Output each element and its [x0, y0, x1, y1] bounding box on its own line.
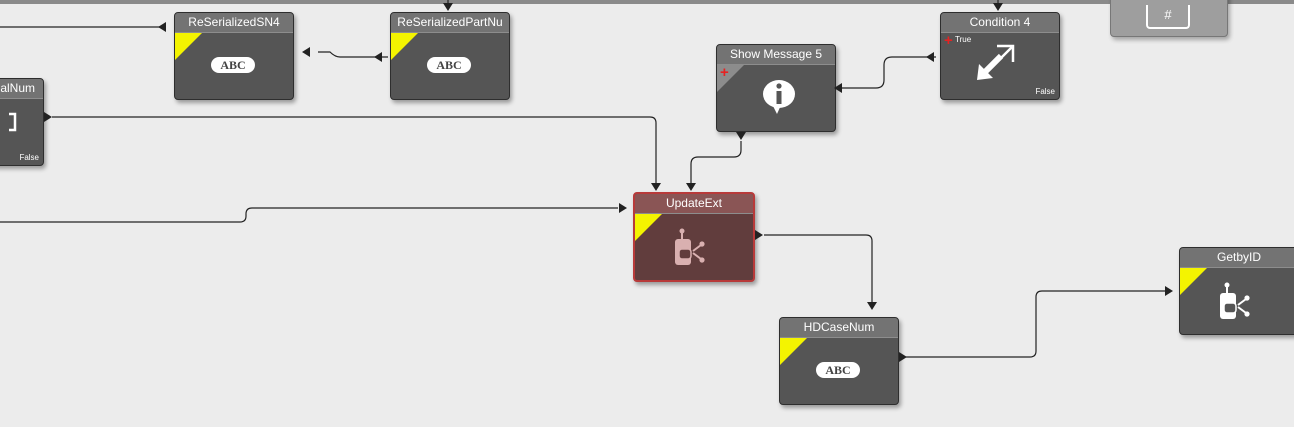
- input-marker: [1180, 268, 1207, 295]
- input-marker: [175, 33, 202, 60]
- sn4-output-port[interactable]: [302, 47, 310, 57]
- update-input-port-1[interactable]: [651, 183, 661, 191]
- node-title: Condition 4: [941, 13, 1059, 33]
- wire-serialnum-to-update: [52, 116, 657, 186]
- node-title: HDCaseNum: [780, 318, 898, 338]
- msg5-output-port[interactable]: [736, 132, 746, 140]
- node-condition-4[interactable]: Condition 4 + True False: [940, 12, 1060, 100]
- text-value-icon: ABC: [211, 57, 255, 73]
- input-marker: [780, 338, 807, 365]
- node-title: GetbyID: [1180, 248, 1294, 268]
- hdcase-output-port[interactable]: [899, 352, 907, 362]
- condition-icon: [0, 98, 43, 165]
- msg5-input-port[interactable]: [834, 83, 842, 93]
- update-output-port[interactable]: [755, 230, 763, 240]
- wire-left-to-update: [0, 207, 618, 223]
- false-label: False: [19, 153, 39, 162]
- text-value-icon: ABC: [816, 362, 860, 378]
- wire-partnu-to-sn4: [318, 51, 388, 58]
- canvas-top-edge: [0, 0, 1294, 4]
- false-label: False: [1035, 87, 1055, 96]
- partnu-top-port[interactable]: [443, 3, 453, 11]
- getbyid-input-port[interactable]: [1165, 286, 1173, 296]
- service-call-icon: [635, 213, 753, 280]
- partnu-input-port[interactable]: [374, 52, 382, 62]
- wire-update-to-hdcase: [764, 234, 873, 302]
- numeric-field-icon: #: [1146, 5, 1190, 29]
- diagonal-arrow-icon: [941, 32, 1059, 99]
- node-reserialized-partnu[interactable]: ReSerializedPartNu ABC: [390, 12, 510, 100]
- input-marker: [635, 214, 662, 241]
- add-icon: +: [720, 64, 729, 81]
- update-input-port-2[interactable]: [686, 183, 696, 191]
- cond4-input-port[interactable]: [926, 52, 934, 62]
- wire-cond4-to-msg5: [840, 56, 936, 89]
- node-serialnum[interactable]: alNum False: [0, 78, 44, 166]
- input-marker: [391, 33, 418, 60]
- node-get-by-id[interactable]: GetbyID: [1179, 247, 1294, 335]
- input-marker: [717, 65, 744, 92]
- wire-msg5-to-update: [690, 141, 742, 186]
- node-title: ReSerializedPartNu: [391, 13, 509, 33]
- info-speech-bubble-icon: [717, 64, 835, 131]
- node-title: UpdateExt: [635, 194, 753, 214]
- update-left-input-port[interactable]: [619, 203, 627, 213]
- node-reserialized-sn4[interactable]: ReSerializedSN4 ABC: [174, 12, 294, 100]
- node-numeric-field[interactable]: #: [1110, 0, 1228, 37]
- cond4-top-port[interactable]: [993, 3, 1003, 11]
- node-show-message-5[interactable]: Show Message 5 +: [716, 44, 836, 132]
- node-title: Show Message 5: [717, 45, 835, 65]
- node-title: alNum: [0, 79, 43, 99]
- node-update-ext[interactable]: UpdateExt: [633, 192, 755, 282]
- sn4-input-port[interactable]: [158, 22, 166, 32]
- node-title: ReSerializedSN4: [175, 13, 293, 33]
- add-icon: +: [944, 32, 953, 49]
- text-value-icon: ABC: [427, 57, 471, 73]
- serialnum-output-port[interactable]: [44, 112, 52, 122]
- wire-hdcase-to-getbyid: [906, 290, 1170, 358]
- service-call-icon: [1180, 267, 1294, 334]
- node-hd-case-num[interactable]: HDCaseNum ABC: [779, 317, 899, 405]
- true-label: True: [955, 35, 972, 44]
- hdcase-input-port[interactable]: [867, 302, 877, 310]
